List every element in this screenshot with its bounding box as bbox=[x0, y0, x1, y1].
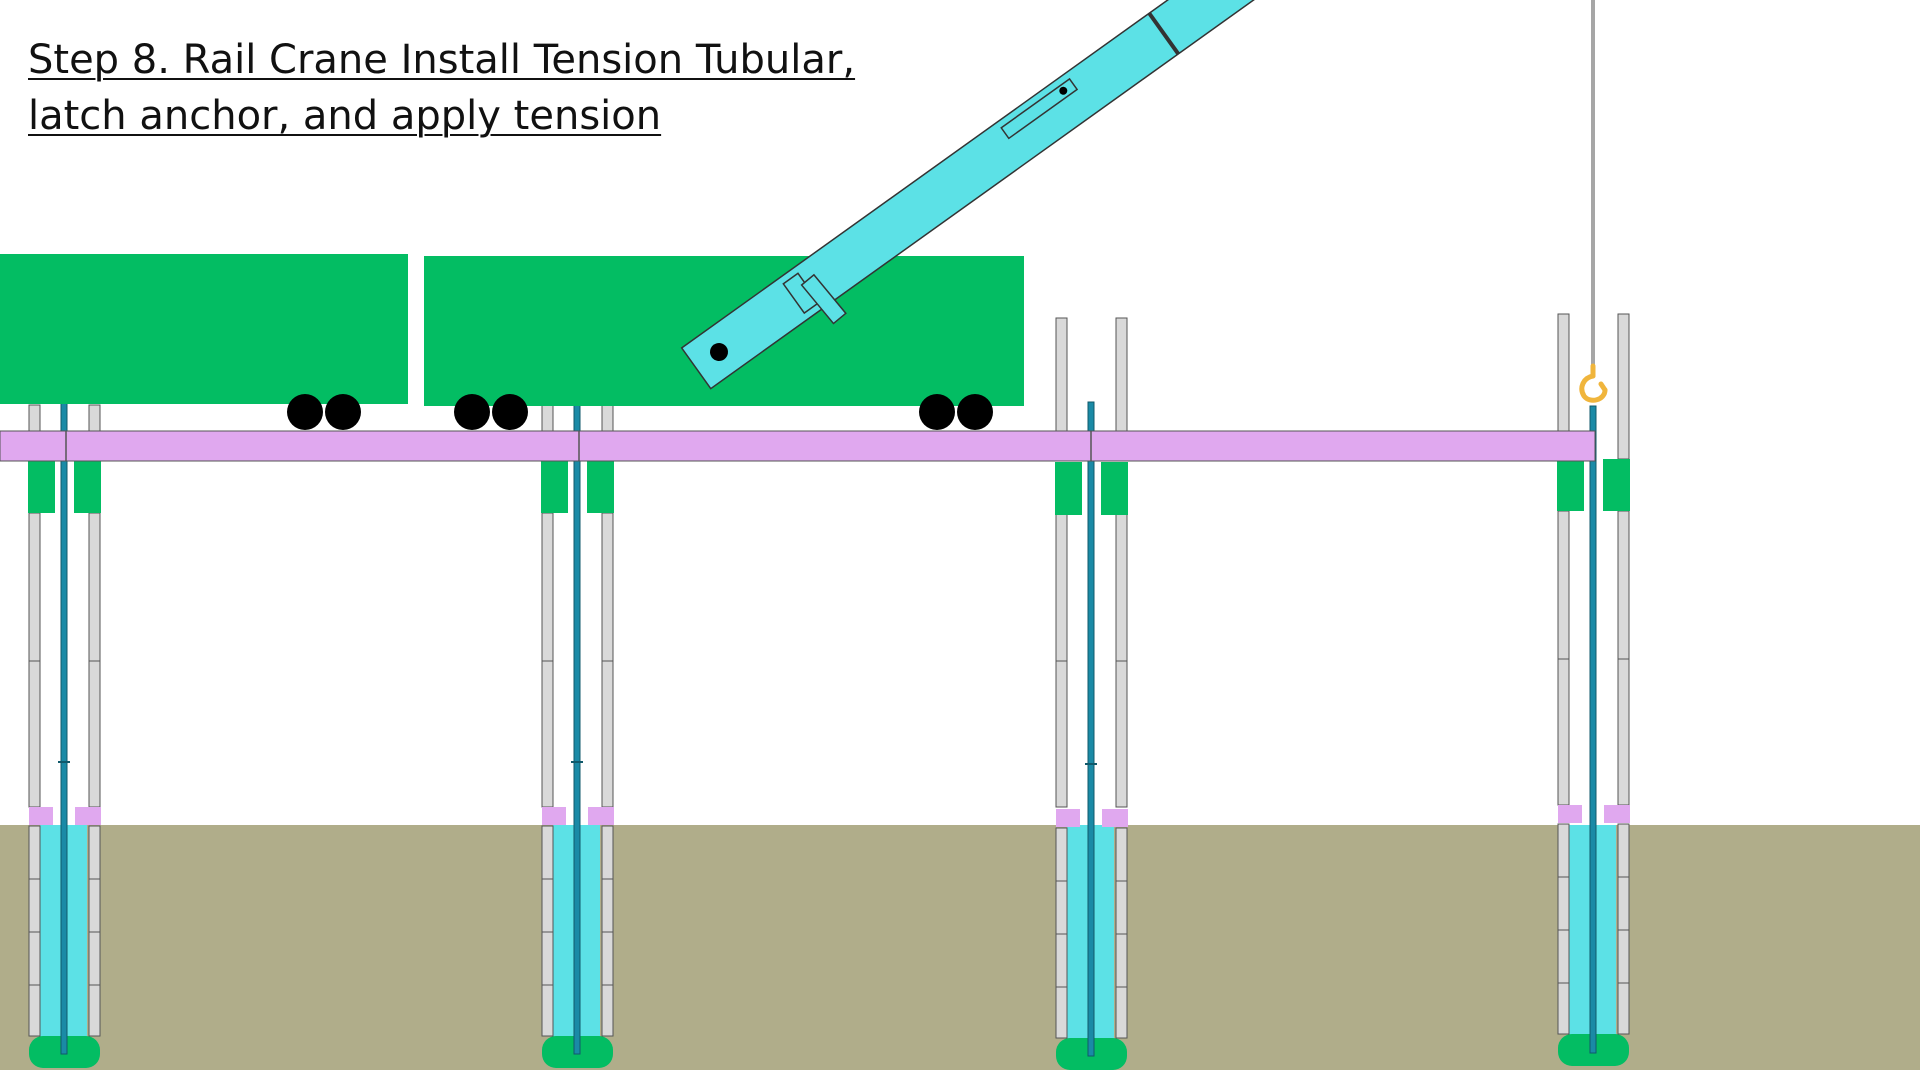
wheel bbox=[957, 394, 993, 430]
collar-right bbox=[1102, 809, 1128, 827]
clamp-right bbox=[74, 461, 101, 513]
pile-assembly-1 bbox=[28, 401, 101, 1068]
collar-right bbox=[588, 807, 614, 825]
step-title-line-1: Step 8. Rail Crane Install Tension Tubul… bbox=[28, 37, 856, 83]
step-title-line-2: latch anchor, and apply tension bbox=[28, 93, 662, 139]
wheel bbox=[325, 394, 361, 430]
clamp-left bbox=[1557, 459, 1584, 511]
step-title: Step 8. Rail Crane Install Tension Tubul… bbox=[28, 32, 928, 144]
collar-left bbox=[1056, 809, 1080, 827]
collar-left bbox=[1558, 805, 1582, 823]
collar-right bbox=[1604, 805, 1630, 823]
boom-section-joint bbox=[1147, 12, 1180, 56]
tension-tubular bbox=[573, 401, 581, 1055]
pile-assembly-4 bbox=[1557, 313, 1630, 1066]
collar-left bbox=[29, 807, 53, 825]
casing-right bbox=[1617, 313, 1630, 1035]
tension-tubular bbox=[1589, 405, 1597, 1054]
rail-car-1 bbox=[0, 254, 408, 430]
hydraulic-slot bbox=[1000, 77, 1079, 140]
boom-arm bbox=[680, 0, 1298, 390]
tension-tubular bbox=[1087, 401, 1095, 1057]
clamp-left bbox=[28, 461, 55, 513]
clamp-left bbox=[541, 461, 568, 513]
casing-left bbox=[1055, 317, 1068, 1039]
rail-beam bbox=[0, 430, 1596, 462]
wheel bbox=[492, 394, 528, 430]
hydraulic-cylinder bbox=[800, 273, 847, 325]
clamp-right bbox=[587, 461, 614, 513]
tension-tubular bbox=[60, 401, 68, 1055]
casing-right bbox=[1115, 317, 1128, 1039]
wheel bbox=[287, 394, 323, 430]
ground bbox=[0, 825, 1920, 1070]
crane-boom bbox=[680, 0, 1298, 390]
clamp-left bbox=[1055, 462, 1082, 515]
wheel bbox=[919, 394, 955, 430]
casing-left bbox=[1557, 313, 1570, 1035]
collar-left bbox=[542, 807, 566, 825]
pile-assembly-2 bbox=[541, 401, 614, 1068]
crane-hook-icon bbox=[1579, 363, 1608, 403]
boom-pivot bbox=[710, 343, 728, 361]
pile-assembly-3 bbox=[1055, 317, 1128, 1070]
slot-pin bbox=[1059, 86, 1068, 95]
clamp-right bbox=[1603, 459, 1630, 511]
clamp-right bbox=[1101, 462, 1128, 515]
collar-right bbox=[75, 807, 101, 825]
wheel bbox=[454, 394, 490, 430]
rail-car-body bbox=[0, 254, 408, 404]
